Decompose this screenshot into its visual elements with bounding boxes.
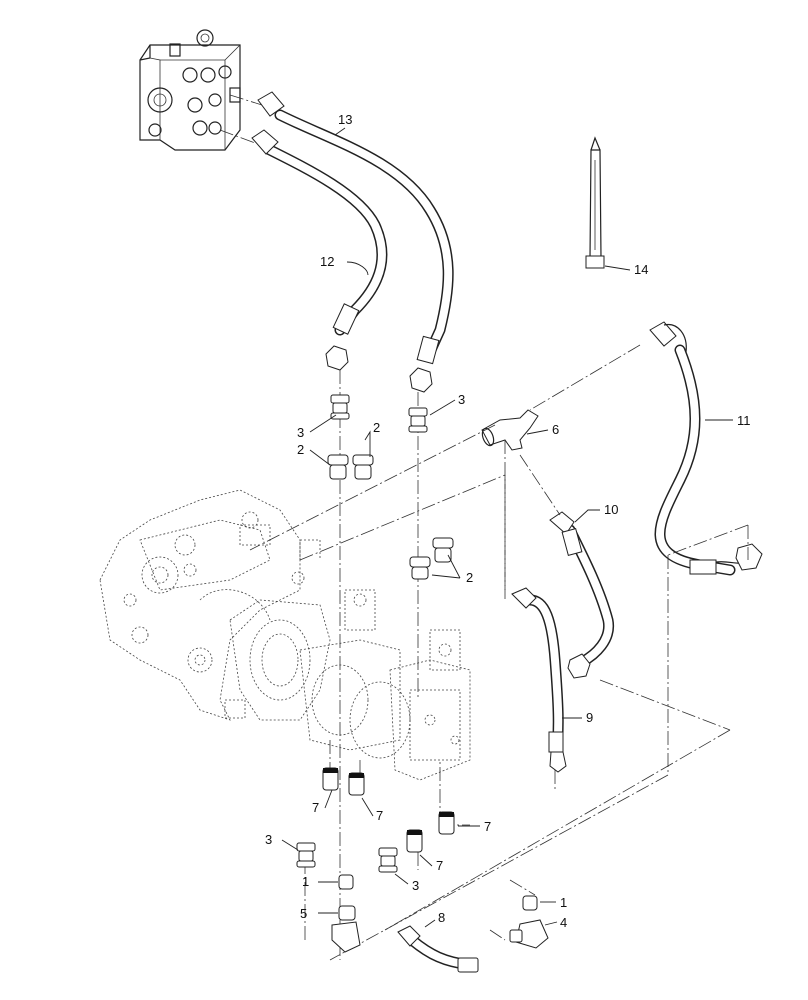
elbow-5 bbox=[331, 905, 361, 953]
callout-9: 9 bbox=[586, 710, 593, 725]
callout-3-b: 3 bbox=[458, 392, 465, 407]
hose-11 bbox=[649, 321, 763, 576]
callout-11: 11 bbox=[737, 413, 751, 428]
fitting-3-lower-left bbox=[296, 842, 316, 868]
tee-fitting-6 bbox=[481, 409, 539, 451]
hose-9 bbox=[511, 587, 567, 773]
fitting-3-upper-right bbox=[408, 407, 428, 433]
callout-1-a: 1 bbox=[302, 874, 309, 889]
cable-tie-14 bbox=[585, 136, 605, 269]
hose-12 bbox=[251, 129, 388, 371]
callout-12: 12 bbox=[320, 254, 334, 269]
callout-7-b: 7 bbox=[376, 808, 383, 823]
callout-13: 13 bbox=[338, 112, 352, 127]
routing-lines bbox=[249, 344, 749, 961]
callout-10: 10 bbox=[604, 502, 618, 517]
elbow-4 bbox=[509, 919, 549, 949]
callout-3-c: 3 bbox=[265, 832, 272, 847]
fittings bbox=[296, 394, 549, 953]
pump-assembly bbox=[99, 489, 471, 781]
callout-7-a: 7 bbox=[312, 800, 319, 815]
fitting-2-right bbox=[409, 537, 454, 580]
fitting-1-left bbox=[338, 874, 354, 890]
callout-2-c: 2 bbox=[466, 570, 473, 585]
callouts: 13 12 14 11 3 3 2 2 6 10 2 9 7 7 7 3 7 bbox=[265, 112, 751, 930]
fitting-2-upper-left bbox=[327, 454, 374, 480]
callout-2-b: 2 bbox=[373, 420, 380, 435]
callout-7-c: 7 bbox=[484, 819, 491, 834]
callout-3-a: 3 bbox=[297, 425, 304, 440]
fitting-1-right bbox=[522, 895, 538, 911]
callout-5: 5 bbox=[300, 906, 307, 921]
callout-14: 14 bbox=[634, 262, 648, 277]
callout-3-d: 3 bbox=[412, 878, 419, 893]
control-valve-block bbox=[139, 29, 241, 151]
callout-7-d: 7 bbox=[436, 858, 443, 873]
callout-2-a: 2 bbox=[297, 442, 304, 457]
hose-8 bbox=[397, 925, 479, 973]
fitting-3-upper-left bbox=[330, 394, 350, 420]
fitting-3-lower-right bbox=[378, 847, 398, 873]
hose-13 bbox=[257, 91, 454, 393]
hose-10 bbox=[549, 511, 615, 679]
callout-8: 8 bbox=[438, 910, 445, 925]
callout-1-b: 1 bbox=[560, 895, 567, 910]
callout-4: 4 bbox=[560, 915, 567, 930]
callout-6: 6 bbox=[552, 422, 559, 437]
